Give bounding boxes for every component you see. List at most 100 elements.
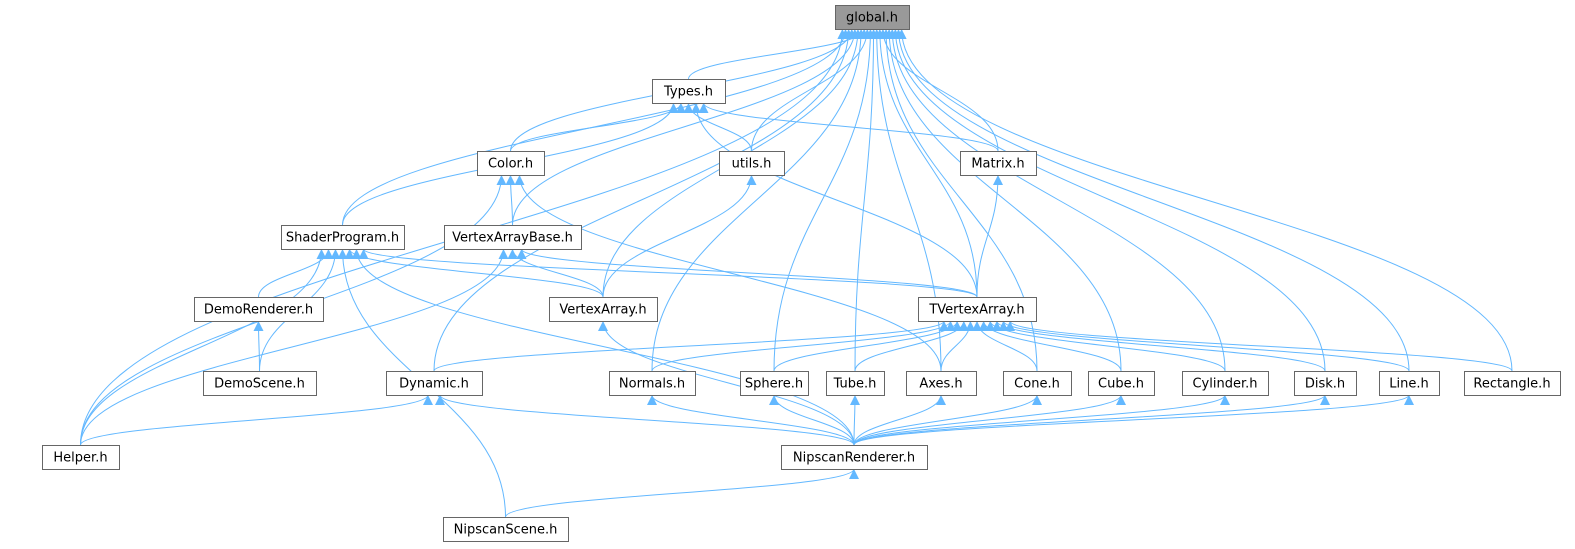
node-rectangle[interactable]: Rectangle.h (1464, 371, 1561, 396)
node-box-rectangle[interactable] (1464, 371, 1561, 396)
edge-rectangle-to-global (896, 28, 1513, 372)
node-box-dynamic[interactable] (386, 371, 483, 396)
edge-nipscanrenderer-to-line (853, 394, 1414, 446)
node-label-cone: Cone.h (1014, 377, 1060, 392)
node-box-normals[interactable] (609, 371, 696, 396)
node-label-axes: Axes.h (919, 377, 962, 392)
edge-normals-to-tvertexarray (651, 320, 956, 372)
node-box-cone[interactable] (1003, 371, 1072, 396)
edge-nipscanrenderer-to-dynamic (435, 394, 855, 446)
node-dynamic[interactable]: Dynamic.h (386, 371, 483, 396)
node-label-sphere: Sphere.h (745, 377, 803, 392)
node-disk[interactable]: Disk.h (1294, 371, 1357, 396)
node-color[interactable]: Color.h (477, 151, 545, 176)
node-axes[interactable]: Axes.h (906, 371, 977, 396)
node-box-tube[interactable] (826, 371, 885, 396)
node-box-axes[interactable] (906, 371, 977, 396)
edge-helper-to-dynamic (80, 394, 433, 446)
node-matrix[interactable]: Matrix.h (960, 151, 1037, 176)
node-label-types: Types.h (663, 85, 713, 100)
edge-disk-to-tvertexarray (991, 320, 1326, 372)
node-shader[interactable]: ShaderProgram.h (281, 225, 405, 250)
edge-utils-to-global (751, 28, 873, 152)
node-label-helper: Helper.h (53, 451, 107, 466)
node-box-shader[interactable] (281, 225, 405, 250)
node-box-nipscanrenderer[interactable] (781, 445, 928, 470)
node-global[interactable]: global.h (835, 5, 910, 30)
edge-disk-to-global (890, 28, 1326, 372)
node-label-demoscene: DemoScene.h (214, 377, 305, 392)
edge-tvertexarray-to-types (691, 102, 978, 298)
node-box-types[interactable] (652, 79, 726, 104)
node-box-line[interactable] (1379, 371, 1440, 396)
node-box-cylinder[interactable] (1182, 371, 1269, 396)
edge-nipscanrenderer-to-disk (853, 394, 1330, 446)
node-line[interactable]: Line.h (1379, 371, 1440, 396)
node-box-demoscene[interactable] (203, 371, 317, 396)
node-nipscanscene[interactable]: NipscanScene.h (443, 517, 569, 542)
node-label-nipscanscene: NipscanScene.h (454, 523, 558, 538)
edge-nipscanrenderer-to-cone (853, 394, 1042, 446)
node-box-nipscanscene[interactable] (443, 517, 569, 542)
node-tube[interactable]: Tube.h (826, 371, 885, 396)
node-box-cube[interactable] (1088, 371, 1155, 396)
node-box-tvertexarray[interactable] (918, 297, 1037, 322)
node-label-matrix: Matrix.h (971, 157, 1024, 172)
node-box-global[interactable] (835, 5, 910, 30)
node-label-line: Line.h (1389, 377, 1428, 392)
edge-cylinder-to-tvertexarray (985, 320, 1226, 372)
node-label-tvertexarray: TVertexArray.h (928, 303, 1024, 318)
edge-cylinder-to-global (887, 28, 1226, 372)
node-nipscanrenderer[interactable]: NipscanRenderer.h (781, 445, 928, 470)
node-cone[interactable]: Cone.h (1003, 371, 1072, 396)
node-box-color[interactable] (477, 151, 545, 176)
edge-vertexarray-to-vab (507, 248, 604, 298)
edge-helper-to-shader (80, 248, 327, 446)
edge-nipscanrenderer-to-normals (647, 394, 855, 446)
node-helper[interactable]: Helper.h (42, 445, 120, 470)
node-label-cube: Cube.h (1098, 377, 1144, 392)
node-label-color: Color.h (488, 157, 533, 172)
edge-dynamic-to-global (433, 28, 854, 372)
node-demorenderer[interactable]: DemoRenderer.h (194, 297, 324, 322)
node-box-utils[interactable] (719, 151, 785, 176)
edge-vertexarray-to-utils (602, 174, 757, 298)
node-label-shader: ShaderProgram.h (286, 231, 399, 246)
node-normals[interactable]: Normals.h (609, 371, 696, 396)
node-cube[interactable]: Cube.h (1088, 371, 1155, 396)
node-demoscene[interactable]: DemoScene.h (203, 371, 317, 396)
node-label-demorenderer: DemoRenderer.h (204, 303, 313, 318)
node-cylinder[interactable]: Cylinder.h (1182, 371, 1269, 396)
node-box-vab[interactable] (444, 225, 582, 250)
edge-line-to-global (893, 28, 1410, 372)
node-tvertexarray[interactable]: TVertexArray.h (918, 297, 1037, 322)
edge-layer (80, 28, 1513, 518)
node-box-demorenderer[interactable] (194, 297, 324, 322)
node-box-helper[interactable] (42, 445, 120, 470)
edge-axes-to-tvertexarray (940, 320, 976, 372)
edge-nipscanrenderer-to-sphere (769, 394, 855, 446)
edge-cube-to-tvertexarray (978, 320, 1122, 372)
edge-tvertexarray-to-matrix (976, 174, 1003, 298)
node-label-vab: VertexArrayBase.h (452, 231, 573, 246)
node-vertexarray[interactable]: VertexArray.h (549, 297, 658, 322)
node-vab[interactable]: VertexArrayBase.h (444, 225, 582, 250)
node-types[interactable]: Types.h (652, 79, 726, 104)
edge-tube-to-tvertexarray (854, 320, 969, 372)
edge-nipscanrenderer-to-cube (853, 394, 1126, 446)
edge-demoscene-to-demorenderer (253, 320, 264, 372)
node-sphere[interactable]: Sphere.h (740, 371, 809, 396)
edge-rectangle-to-tvertexarray (1005, 320, 1513, 372)
node-box-vertexarray[interactable] (549, 297, 658, 322)
node-box-sphere[interactable] (740, 371, 809, 396)
edge-nipscanrenderer-to-axes (853, 394, 946, 446)
edge-utils-to-types (683, 102, 752, 152)
node-label-nipscanrenderer: NipscanRenderer.h (793, 451, 915, 466)
edge-cone-to-tvertexarray (972, 320, 1038, 372)
edge-normals-to-global (651, 28, 867, 372)
edge-nipscanrenderer-to-cylinder (853, 394, 1230, 446)
node-box-matrix[interactable] (960, 151, 1037, 176)
node-box-disk[interactable] (1294, 371, 1357, 396)
node-utils[interactable]: utils.h (719, 151, 785, 176)
